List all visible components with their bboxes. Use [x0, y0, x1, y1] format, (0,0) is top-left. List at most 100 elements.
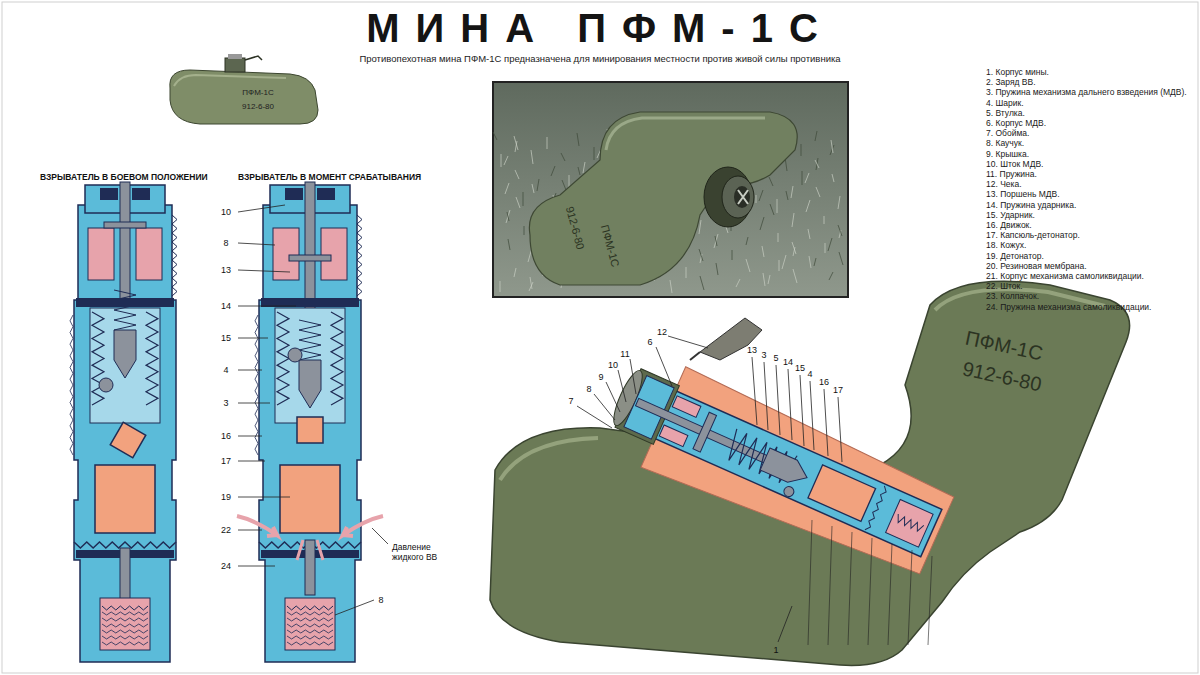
- callout-number: 17: [221, 456, 231, 466]
- drawing-part: [174, 75, 286, 86]
- drawing-part: [782, 485, 795, 498]
- drawing-part: [120, 548, 130, 603]
- drawing-part: [287, 618, 333, 621]
- drawing-part: [838, 225, 842, 236]
- drawing-part: [760, 448, 812, 489]
- drawing-part: [791, 186, 793, 198]
- drawing-part: [245, 56, 262, 60]
- drawing-part: [99, 378, 113, 392]
- drawing-part: [825, 243, 826, 253]
- leader-line: [577, 406, 612, 428]
- pressure-note: Давление жидкого ВВ: [392, 543, 464, 563]
- drawing-part: [886, 500, 934, 548]
- drawing-part: [110, 422, 146, 458]
- leader-line: [908, 550, 912, 645]
- drawing-part: [738, 190, 748, 204]
- drawing-part: [523, 192, 524, 206]
- drawing-part: [287, 624, 333, 627]
- drawing-part: [583, 162, 585, 173]
- leader-line: [656, 347, 672, 386]
- callout-number: 13: [221, 265, 231, 275]
- leader-line: [848, 532, 852, 645]
- drawing-part: [732, 250, 733, 260]
- callout-number: 5: [773, 353, 778, 363]
- drawing-part: [285, 188, 303, 200]
- drawing-part: [285, 598, 335, 650]
- leader-line: [618, 370, 626, 402]
- drawing-part: [493, 82, 848, 297]
- drawing-part: [297, 417, 323, 443]
- drawing-part: [722, 176, 754, 218]
- parts-key-item: 21. Корпус механизма самоликвидации.: [986, 271, 1191, 281]
- drawing-part: [228, 54, 242, 59]
- leader-line: [808, 520, 812, 645]
- callout-number: 4: [223, 365, 228, 375]
- drawing-part: [700, 318, 762, 360]
- drawing-part: [255, 315, 258, 455]
- drawing-part: [793, 269, 797, 283]
- drawing-part: [490, 281, 1130, 665]
- callout-number: 12: [657, 327, 667, 337]
- drawing-part: [815, 131, 817, 141]
- drawing-part: [287, 642, 333, 645]
- callout-number: 16: [819, 377, 829, 387]
- leader-line: [828, 526, 832, 645]
- callout-number: 10: [221, 207, 231, 217]
- drawing-part: [514, 136, 518, 150]
- callout-number: 16: [221, 431, 231, 441]
- parts-key-item: 2. Заряд ВВ.: [986, 77, 1191, 87]
- drawing-part: [102, 612, 148, 615]
- parts-key-item: 19. Детонатор.: [986, 251, 1191, 261]
- leader-line: [238, 530, 262, 531]
- drawing-part: [734, 186, 750, 208]
- callout-number: 1: [773, 645, 778, 655]
- callout-number: 13: [747, 345, 757, 355]
- parts-key-item: 14. Пружина ударника.: [986, 200, 1191, 210]
- callout-number: 19: [221, 492, 231, 502]
- drawing-part: [237, 516, 277, 536]
- leader-line: [928, 556, 932, 645]
- drawing-part: [816, 158, 818, 170]
- leader-line: [594, 394, 615, 420]
- callout-number: 14: [221, 301, 231, 311]
- drawing-part: [289, 255, 331, 261]
- drawing-part: [769, 177, 773, 186]
- drawing-part: [693, 412, 717, 452]
- drawing-part: [786, 191, 788, 200]
- drawing-part: [516, 197, 520, 208]
- drawing-part: [102, 624, 148, 627]
- drawing-part: [805, 173, 809, 183]
- drawing-part: [700, 276, 704, 290]
- drawing-part: [317, 188, 335, 200]
- drawing-part: [275, 308, 345, 423]
- drawing-part: [777, 199, 778, 213]
- drawing-part: [537, 179, 539, 191]
- drawing-part: [305, 540, 315, 595]
- leader-line: [238, 403, 270, 404]
- drawing-part: [815, 160, 819, 168]
- drawing-part: [578, 167, 580, 175]
- mine-marking: 912-6-80: [563, 205, 587, 251]
- poster-title: МИНА ПФМ-1С: [366, 6, 834, 51]
- drawing-part: [839, 252, 843, 265]
- fuze-section: [70, 182, 177, 662]
- mine-marking: 912-6-80: [242, 102, 274, 111]
- drawing-part: [714, 234, 718, 248]
- callout-number: 8: [223, 238, 228, 248]
- drawing-part: [802, 171, 803, 185]
- leader-line: [810, 381, 814, 450]
- drawing-part: [114, 290, 136, 330]
- callout-number: 15: [221, 333, 231, 343]
- drawing-part: [493, 132, 497, 140]
- leader-line: [238, 436, 262, 437]
- drawing-part: [70, 315, 73, 455]
- parts-key-item: 1. Корпус мины.: [986, 67, 1191, 77]
- leader-line: [778, 606, 792, 642]
- drawing-part: [172, 215, 177, 296]
- drawing-part: [504, 156, 508, 165]
- leader-line: [238, 566, 275, 567]
- callout-number: 8: [586, 384, 591, 394]
- drawing-part: [287, 630, 333, 633]
- drawing-part: [829, 272, 833, 280]
- callout-number: 22: [221, 525, 231, 535]
